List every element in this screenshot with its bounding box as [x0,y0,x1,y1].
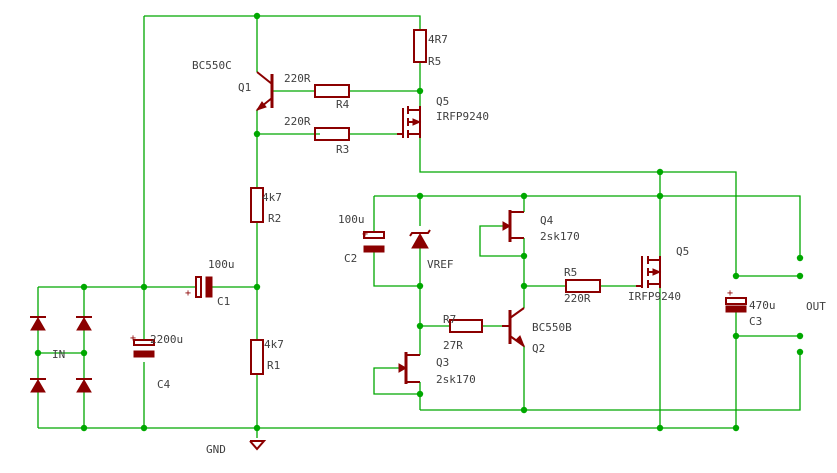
r7-ref-label: R7 [443,313,456,326]
r2-value-label: 4k7 [262,191,282,204]
q1-ref-label: Q1 [238,81,251,94]
c2-value-label: 100u [338,213,365,226]
mosfet-q5 [636,256,662,288]
junction [253,130,261,138]
wires [37,15,801,438]
junction [253,12,261,20]
c4-ref-label: C4 [157,378,171,391]
resistor-r7 [449,319,483,333]
resistor-r3 [314,127,350,141]
junction [656,424,664,432]
r1-ref-label: R1 [267,359,280,372]
junction [253,283,261,291]
junction [520,282,528,290]
junction [416,390,424,398]
c1-value-label: 100u [208,258,235,271]
out-label: OUT [806,300,826,313]
junction [520,192,528,200]
q2-part-label: BC550B [532,321,572,334]
r5-ref-label: R5 [564,266,577,279]
c2-ref-label: C2 [344,252,357,265]
c3-ref-label: C3 [749,315,762,328]
junction [140,424,148,432]
q5-ref-label: Q5 [676,245,689,258]
junction [520,252,528,260]
svg-text:+: + [727,288,733,299]
q4-ref-label: Q4 [540,214,554,227]
junction [520,406,528,414]
junction [732,332,740,340]
c4-value-label: 2200u [150,333,183,346]
resistor-r5 [565,279,601,293]
r5-top-value-label: 4R7 [428,33,448,46]
junction [140,283,148,291]
ground-symbol [249,440,267,451]
r4-value-label: 220R [284,72,311,85]
out-terminal-2 [796,272,804,280]
svg-text:+: + [362,229,368,240]
junction [80,283,88,291]
c3-value-label: 470u [749,299,776,312]
r2-ref-label: R2 [268,212,281,225]
q4-part-label: 2sk170 [540,230,580,243]
junction [732,272,740,280]
junction [80,349,88,357]
svg-text:+: + [130,333,136,344]
in-label: IN [52,348,65,361]
jfet-q3 [398,352,420,384]
resistor-r2 [250,187,264,223]
junction [34,349,42,357]
out-terminal-1 [796,254,804,262]
junction [732,424,740,432]
r3-ref-label: R3 [336,143,349,156]
q5-top-part-label: IRFP9240 [436,110,489,123]
q5-top-ref-label: Q5 [436,95,449,108]
transistor-q2 [502,307,526,348]
capacitor-c2: + [362,229,385,253]
junction [416,87,424,95]
labels: BC550C Q1 220R R4 220R R3 4R7 R5 Q5 IRFP… [52,33,826,456]
q5-part-label: IRFP9240 [628,290,681,303]
q1-part-label: BC550C [192,59,232,72]
r7-value-label: 27R [443,339,463,352]
resistor-r1 [250,339,264,375]
r5-top-ref-label: R5 [428,55,441,68]
junction [253,424,261,432]
r3-value-label: 220R [284,115,311,128]
out-terminal-3 [796,332,804,340]
jfet-q4 [502,210,524,242]
r5-value-label: 220R [564,292,591,305]
junction [656,168,664,176]
transistor-q1 [255,71,274,111]
r1-value-label: 4k7 [264,338,284,351]
junction [416,282,424,290]
bridge-rectifier [30,316,92,393]
svg-text:+: + [185,288,191,299]
r4-ref-label: R4 [336,98,350,111]
zener-vref [409,229,431,249]
q2-ref-label: Q2 [532,342,545,355]
capacitor-c1: + [185,276,213,299]
resistor-r4 [314,84,350,98]
capacitor-c3: + [725,288,747,313]
junctions [34,12,804,432]
c1-ref-label: C1 [217,295,230,308]
q3-ref-label: Q3 [436,356,449,369]
junction [416,192,424,200]
junction [80,424,88,432]
vref-label: VREF [427,258,454,271]
gnd-label: GND [206,443,226,456]
q3-part-label: 2sk170 [436,373,476,386]
resistor-r5-top [413,29,427,63]
out-terminal-4 [796,348,804,356]
junction [416,322,424,330]
capacitor-c4: + [130,333,155,358]
mosfet-q5-top [397,106,422,138]
junction [656,192,664,200]
